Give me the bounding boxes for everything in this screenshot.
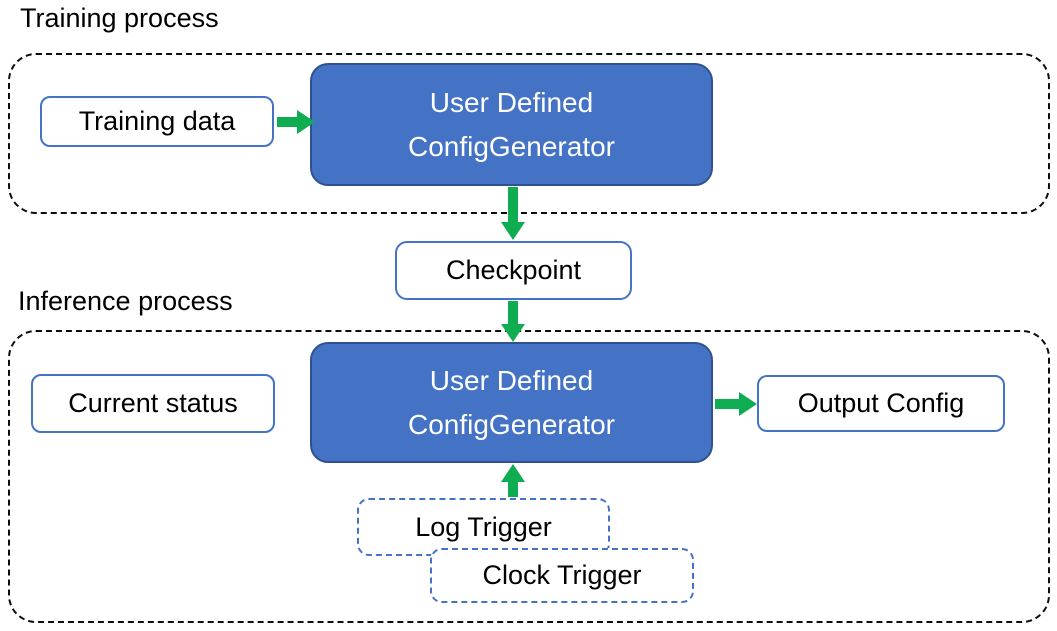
- inference-config-generator-line2: ConfigGenerator: [407, 408, 615, 440]
- training-process-label: Training process: [20, 3, 219, 33]
- current-status-node: Current status: [31, 374, 275, 433]
- training-config-generator-line1: User Defined: [429, 87, 594, 119]
- clock-trigger-node: Clock Trigger: [430, 548, 694, 603]
- training-config-generator-line2: ConfigGenerator: [407, 130, 615, 162]
- log-trigger-node: Log Trigger: [357, 498, 610, 556]
- inference-config-generator-node: User Defined ConfigGenerator: [310, 342, 713, 463]
- training-process-container: [8, 53, 1050, 214]
- training-data-node: Training data: [40, 96, 274, 147]
- output-config-node: Output Config: [757, 375, 1005, 432]
- checkpoint-node: Checkpoint: [395, 241, 632, 300]
- inference-process-container: [8, 330, 1050, 623]
- inference-config-generator-line1: User Defined: [429, 365, 594, 397]
- inference-process-label: Inference process: [18, 286, 233, 316]
- training-config-generator-node: User Defined ConfigGenerator: [310, 63, 713, 186]
